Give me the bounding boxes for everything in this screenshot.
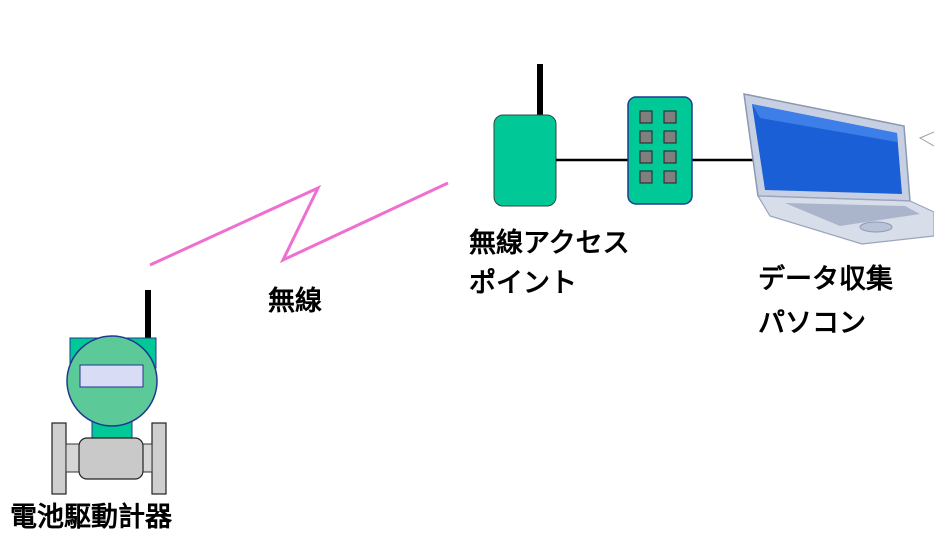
wireless-link [149,181,449,267]
battery-meter-icon [51,290,167,495]
laptop-icon [743,93,934,245]
network-hub-icon [627,96,693,205]
pc-label-line1: データ収集 [758,264,893,295]
access-point-label-line1: 無線アクセス [469,228,630,259]
wireless-label: 無線 [268,286,322,317]
access-point-icon [493,64,557,207]
access-point-label-line2: ポイント [469,268,577,299]
device-label: 電池駆動計器 [10,502,172,533]
pc-label-line2: パソコン [758,308,866,339]
